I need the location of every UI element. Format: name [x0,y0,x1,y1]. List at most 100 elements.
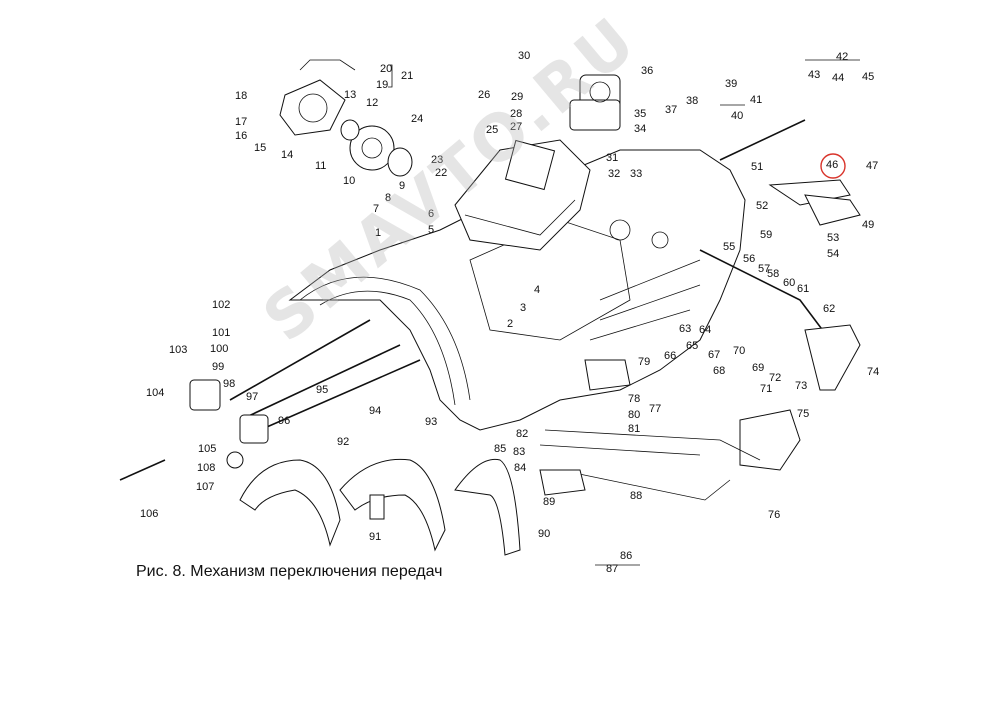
part-label-66: 66 [664,350,676,362]
part-label-84: 84 [514,462,526,474]
part-label-95: 95 [316,384,328,396]
part-label-43: 43 [808,69,820,81]
part-label-100: 100 [210,343,228,355]
part-label-75: 75 [797,408,809,420]
part-label-55: 55 [723,241,735,253]
part-label-27: 27 [510,121,522,133]
part-label-49: 49 [862,219,874,231]
part-label-41: 41 [750,94,762,106]
part-label-34: 34 [634,123,646,135]
shift-rods [119,319,421,481]
part-label-32: 32 [608,168,620,180]
part-label-94: 94 [369,405,381,417]
part-label-82: 82 [516,428,528,440]
part-label-7: 7 [373,203,379,215]
part-label-10: 10 [343,175,355,187]
part-label-26: 26 [478,89,490,101]
part-label-74: 74 [867,366,879,378]
part-label-46: 46 [826,159,838,171]
part-label-16: 16 [235,130,247,142]
part-label-8: 8 [385,192,391,204]
part-label-39: 39 [725,78,737,90]
part-label-106: 106 [140,508,158,520]
part-label-47: 47 [866,160,878,172]
part-label-64: 64 [699,324,711,336]
part-label-59: 59 [760,229,772,241]
part-label-57: 57 [758,263,770,275]
part-label-86: 86 [620,550,632,562]
part-label-99: 99 [212,361,224,373]
part-label-42: 42 [836,51,848,63]
part-label-4: 4 [534,284,540,296]
part-label-69: 69 [752,362,764,374]
part-label-15: 15 [254,142,266,154]
part-label-11: 11 [315,160,326,172]
part-label-97: 97 [246,391,258,403]
part-label-90: 90 [538,528,550,540]
part-label-29: 29 [511,91,523,103]
part-label-36: 36 [641,65,653,77]
input-flange-parts [279,59,413,177]
part-label-25: 25 [486,124,498,136]
part-label-51: 51 [751,161,763,173]
part-label-1: 1 [375,227,381,239]
part-label-58: 58 [767,268,779,280]
part-label-21: 21 [401,70,413,82]
part-label-60: 60 [783,277,795,289]
highlight-circle [820,153,846,179]
part-label-93: 93 [425,416,437,428]
part-label-35: 35 [634,108,646,120]
part-label-73: 73 [795,380,807,392]
part-label-33: 33 [630,168,642,180]
part-label-98: 98 [223,378,235,390]
part-label-2: 2 [507,318,513,330]
part-label-76: 76 [768,509,780,521]
part-label-13: 13 [344,89,356,101]
part-label-19: 19 [376,79,388,91]
part-label-56: 56 [743,253,755,265]
part-label-61: 61 [797,283,809,295]
part-label-108: 108 [197,462,215,474]
part-label-102: 102 [212,299,230,311]
part-label-81: 81 [628,423,640,435]
valve-assembly [569,74,621,131]
part-label-104: 104 [146,387,164,399]
group-brackets [388,59,860,566]
part-label-37: 37 [665,104,677,116]
part-label-67: 67 [708,349,720,361]
part-label-78: 78 [628,393,640,405]
part-label-77: 77 [649,403,661,415]
part-label-62: 62 [823,303,835,315]
part-label-92: 92 [337,436,349,448]
part-label-87: 87 [606,563,618,575]
part-label-85: 85 [494,443,506,455]
part-label-28: 28 [510,108,522,120]
part-label-24: 24 [411,113,423,125]
part-label-65: 65 [686,340,698,352]
part-label-30: 30 [518,50,530,62]
part-label-103: 103 [169,344,187,356]
part-label-31: 31 [606,152,618,164]
part-label-88: 88 [630,490,642,502]
part-label-68: 68 [713,365,725,377]
part-label-20: 20 [380,63,392,75]
part-label-52: 52 [756,200,768,212]
part-label-89: 89 [543,496,555,508]
part-label-9: 9 [399,180,405,192]
part-label-91: 91 [369,531,381,543]
part-label-18: 18 [235,90,247,102]
part-label-3: 3 [520,302,526,314]
part-label-63: 63 [679,323,691,335]
part-label-83: 83 [513,446,525,458]
part-label-6: 6 [428,208,434,220]
part-label-80: 80 [628,409,640,421]
part-label-101: 101 [212,327,230,339]
right-linkage [539,119,861,501]
part-label-107: 107 [196,481,214,493]
part-label-12: 12 [366,97,378,109]
part-label-38: 38 [686,95,698,107]
figure-caption: Рис. 8. Механизм переключения передач [136,563,443,580]
part-label-23: 23 [431,154,443,166]
part-label-22: 22 [435,167,447,179]
